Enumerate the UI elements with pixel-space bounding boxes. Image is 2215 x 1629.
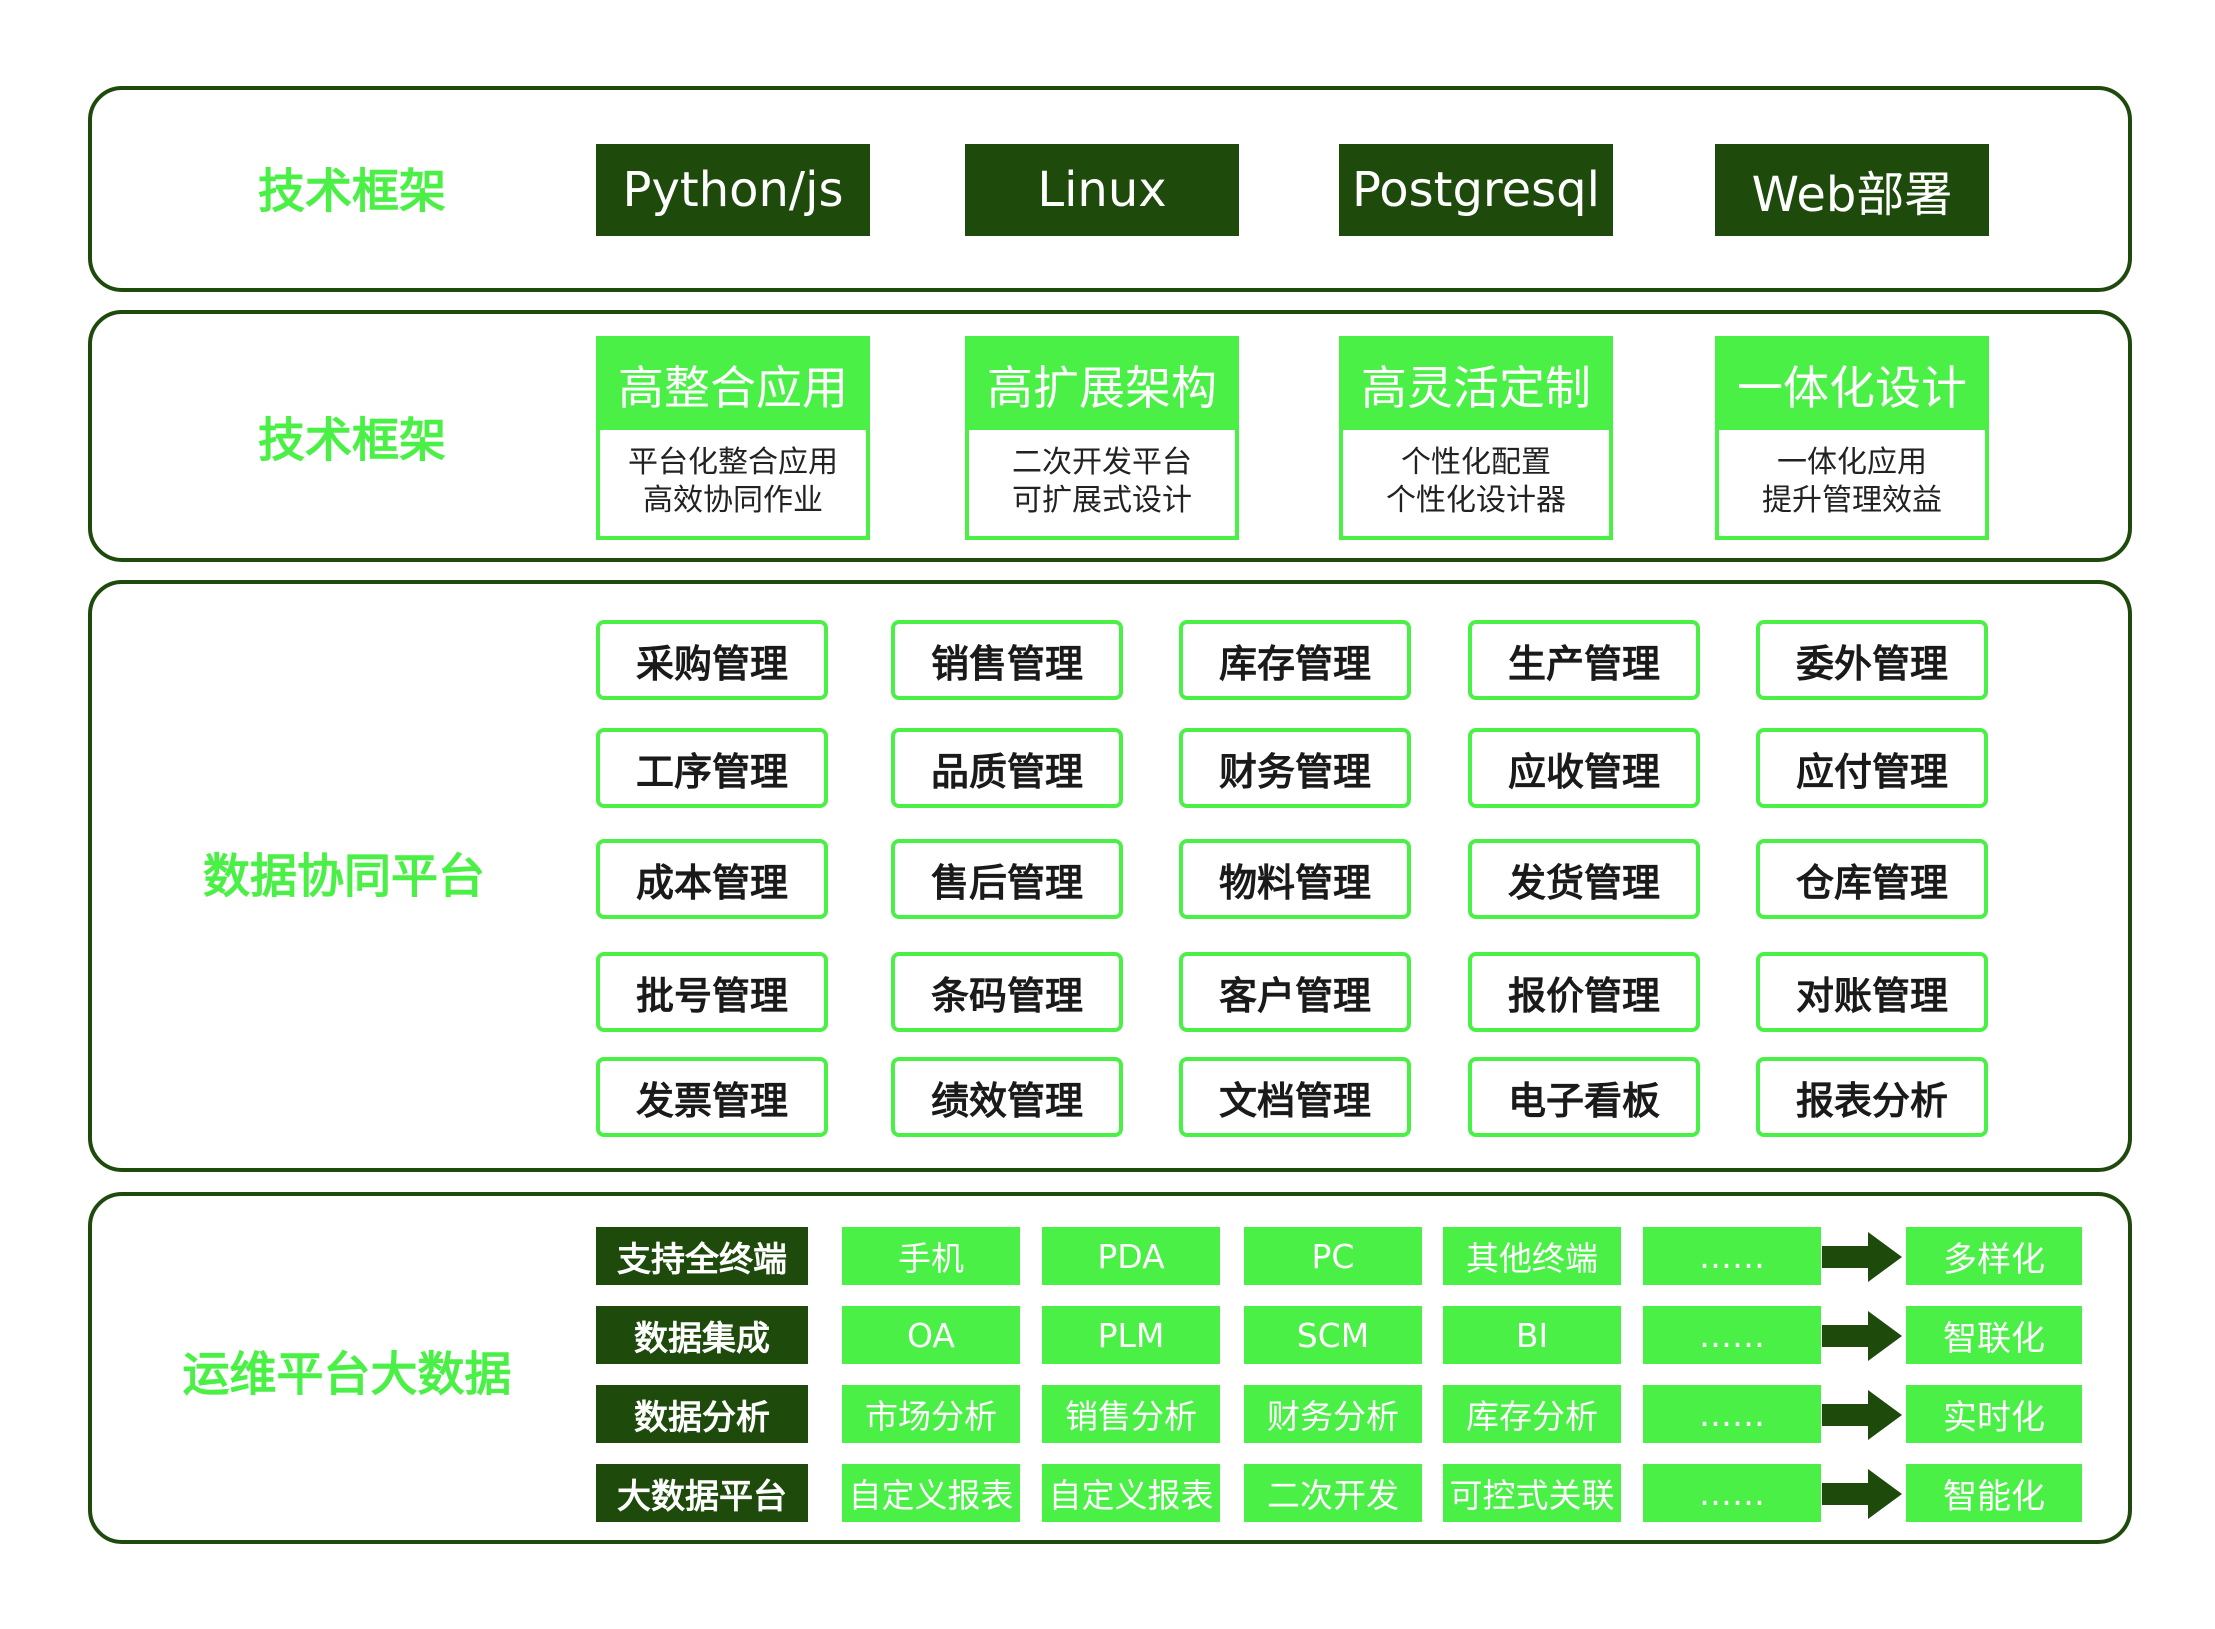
ops-result: 智能化	[1906, 1464, 2082, 1522]
module-button: 报表分析	[1756, 1057, 1988, 1137]
tech-item-linux: Linux	[965, 144, 1239, 236]
ops-cell: 二次开发	[1244, 1464, 1422, 1522]
module-button: 财务管理	[1179, 728, 1411, 808]
module-button: 委外管理	[1756, 620, 1988, 700]
features-title: 技术框架	[258, 413, 446, 469]
ops-cell: ……	[1643, 1227, 1821, 1285]
module-button: 发货管理	[1468, 839, 1700, 919]
ops-cell: 自定义报表	[1042, 1464, 1220, 1522]
module-button: 批号管理	[596, 952, 828, 1032]
feature-card: 一体化设计 一体化应用 提升管理效益	[1715, 336, 1989, 540]
ops-cell: SCM	[1244, 1306, 1422, 1364]
feature-card-title: 高扩展架构	[969, 340, 1235, 430]
module-button: 电子看板	[1468, 1057, 1700, 1137]
module-button: 绩效管理	[891, 1057, 1123, 1137]
ops-result: 智联化	[1906, 1306, 2082, 1364]
tech-framework-title: 技术框架	[258, 164, 446, 220]
ops-row-label: 大数据平台	[596, 1464, 808, 1522]
feature-card: 高扩展架构 二次开发平台 可扩展式设计	[965, 336, 1239, 540]
ops-row-label: 支持全终端	[596, 1227, 808, 1285]
right-arrow-icon	[1822, 1232, 1902, 1282]
feature-card-line: 平台化整合应用	[628, 445, 838, 480]
module-button: 文档管理	[1179, 1057, 1411, 1137]
tech-item-python: Python/js	[596, 144, 870, 236]
ops-cell: 市场分析	[842, 1385, 1020, 1443]
ops-platform-title: 运维平台大数据	[182, 1347, 512, 1403]
module-button: 仓库管理	[1756, 839, 1988, 919]
ops-row-label: 数据分析	[596, 1385, 808, 1443]
module-button: 对账管理	[1756, 952, 1988, 1032]
ops-result: 多样化	[1906, 1227, 2082, 1285]
module-button: 发票管理	[596, 1057, 828, 1137]
ops-cell: OA	[842, 1306, 1020, 1364]
ops-cell: PLM	[1042, 1306, 1220, 1364]
right-arrow-icon	[1822, 1469, 1902, 1519]
tech-item-web-deploy: Web部署	[1715, 144, 1989, 236]
feature-card-line: 一体化应用	[1777, 445, 1927, 480]
feature-card-line: 提升管理效益	[1762, 483, 1942, 518]
ops-cell: 自定义报表	[842, 1464, 1020, 1522]
module-button: 采购管理	[596, 620, 828, 700]
module-button: 应收管理	[1468, 728, 1700, 808]
module-button: 报价管理	[1468, 952, 1700, 1032]
module-button: 条码管理	[891, 952, 1123, 1032]
right-arrow-icon	[1822, 1390, 1902, 1440]
module-button: 物料管理	[1179, 839, 1411, 919]
ops-cell: ……	[1643, 1306, 1821, 1364]
feature-card-title: 一体化设计	[1719, 340, 1985, 430]
module-button: 销售管理	[891, 620, 1123, 700]
feature-card: 高整合应用 平台化整合应用 高效协同作业	[596, 336, 870, 540]
feature-card-line: 个性化配置	[1401, 445, 1551, 480]
ops-cell: BI	[1443, 1306, 1621, 1364]
module-button: 售后管理	[891, 839, 1123, 919]
module-button: 工序管理	[596, 728, 828, 808]
feature-card-line: 高效协同作业	[643, 483, 823, 518]
feature-card-desc: 二次开发平台 可扩展式设计	[969, 430, 1235, 520]
module-button: 客户管理	[1179, 952, 1411, 1032]
module-button: 成本管理	[596, 839, 828, 919]
ops-cell: 可控式关联	[1443, 1464, 1621, 1522]
ops-cell: 手机	[842, 1227, 1020, 1285]
ops-cell: 销售分析	[1042, 1385, 1220, 1443]
module-button: 生产管理	[1468, 620, 1700, 700]
ops-cell: ……	[1643, 1464, 1821, 1522]
ops-row-label: 数据集成	[596, 1306, 808, 1364]
feature-card-desc: 平台化整合应用 高效协同作业	[600, 430, 866, 520]
module-button: 应付管理	[1756, 728, 1988, 808]
data-platform-title: 数据协同平台	[203, 849, 485, 905]
tech-item-postgresql: Postgresql	[1339, 144, 1613, 236]
feature-card-title: 高灵活定制	[1343, 340, 1609, 430]
module-button: 库存管理	[1179, 620, 1411, 700]
feature-card-desc: 个性化配置 个性化设计器	[1343, 430, 1609, 520]
feature-card-line: 可扩展式设计	[1012, 483, 1192, 518]
ops-cell: 库存分析	[1443, 1385, 1621, 1443]
ops-cell: 其他终端	[1443, 1227, 1621, 1285]
ops-cell: PDA	[1042, 1227, 1220, 1285]
ops-cell: PC	[1244, 1227, 1422, 1285]
feature-card-line: 二次开发平台	[1012, 445, 1192, 480]
module-button: 品质管理	[891, 728, 1123, 808]
right-arrow-icon	[1822, 1311, 1902, 1361]
feature-card-desc: 一体化应用 提升管理效益	[1719, 430, 1985, 520]
feature-card: 高灵活定制 个性化配置 个性化设计器	[1339, 336, 1613, 540]
ops-result: 实时化	[1906, 1385, 2082, 1443]
ops-cell: ……	[1643, 1385, 1821, 1443]
feature-card-line: 个性化设计器	[1386, 483, 1566, 518]
feature-card-title: 高整合应用	[600, 340, 866, 430]
ops-cell: 财务分析	[1244, 1385, 1422, 1443]
